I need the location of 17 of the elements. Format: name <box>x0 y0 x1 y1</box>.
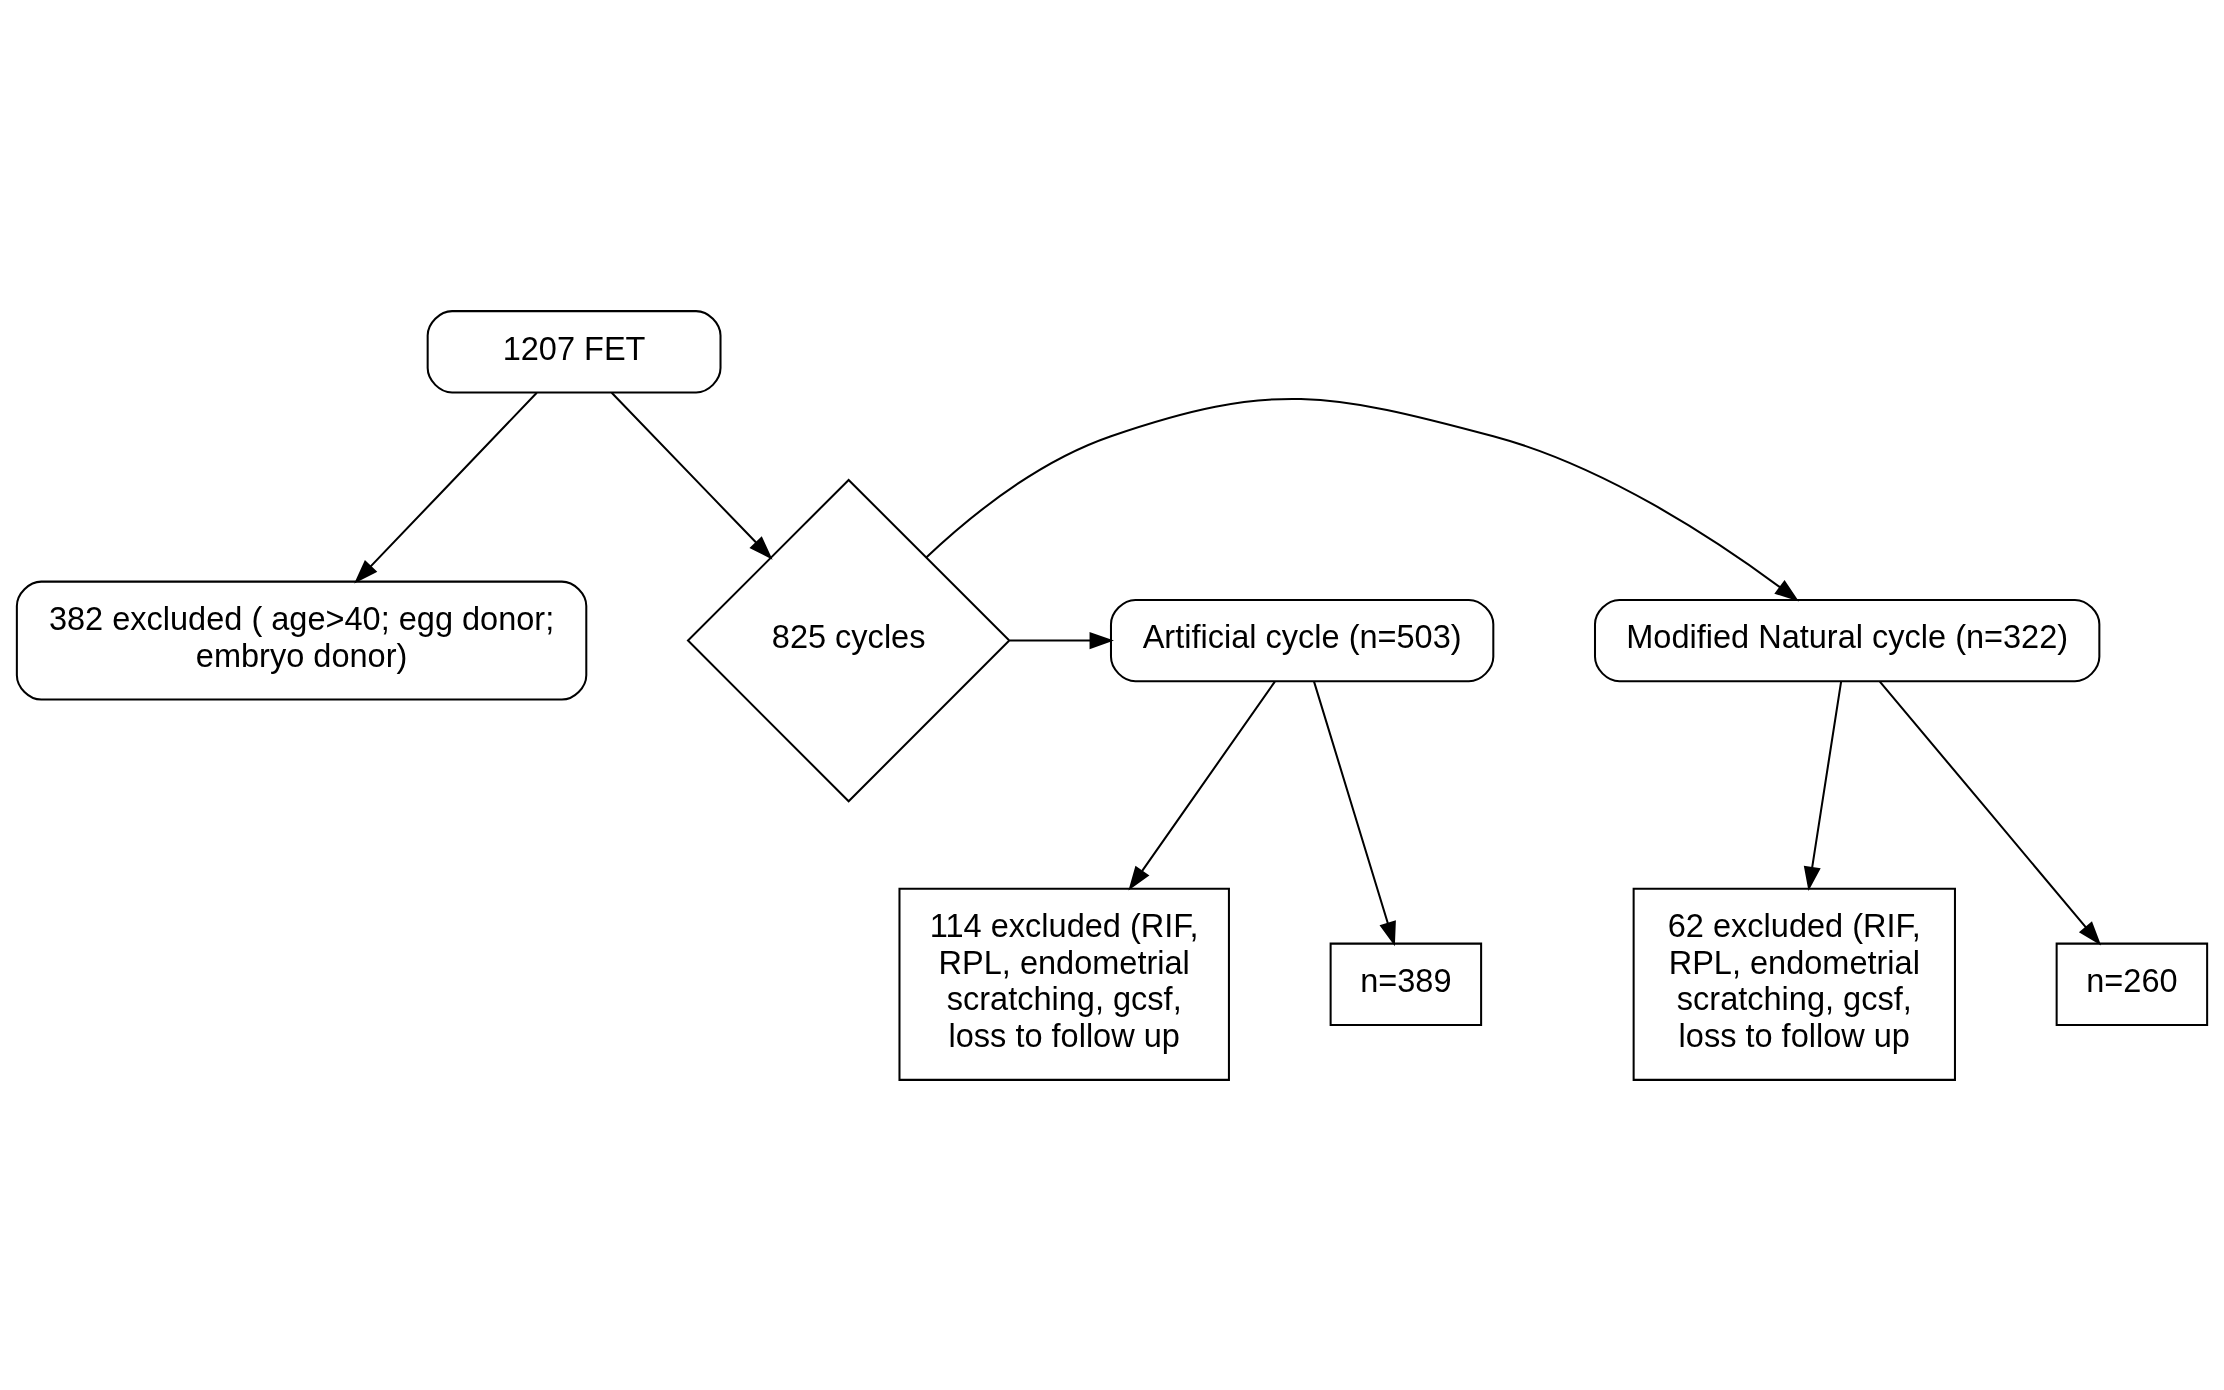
arrow <box>1128 680 1276 891</box>
arrow <box>1803 680 1843 891</box>
node-box: Artificial cycle (n=503) <box>1109 598 1495 682</box>
arrow <box>1313 680 1396 946</box>
node-box: n=260 <box>2055 942 2209 1026</box>
arrow <box>1009 631 1114 649</box>
arrow <box>610 391 773 560</box>
node-box: 382 excluded ( age>40; egg donor; embryo donor) <box>15 580 588 701</box>
node-box: 114 excluded (RIF, RPL, endometrial scratching, gcsf, loss to follow up <box>898 887 1230 1081</box>
node-box: 62 excluded (RIF, RPL, endometrial scratching, gcsf, loss to follow up <box>1632 887 1956 1081</box>
node-box: 1207 FET <box>426 309 722 393</box>
arrow <box>925 397 1799 601</box>
node-diamond: 825 cycles <box>686 478 1011 803</box>
arrow <box>1879 680 2102 946</box>
node-box: Modified Natural cycle (n=322) <box>1594 598 2101 682</box>
node-box: n=389 <box>1329 942 1483 1026</box>
arrow <box>354 391 538 584</box>
